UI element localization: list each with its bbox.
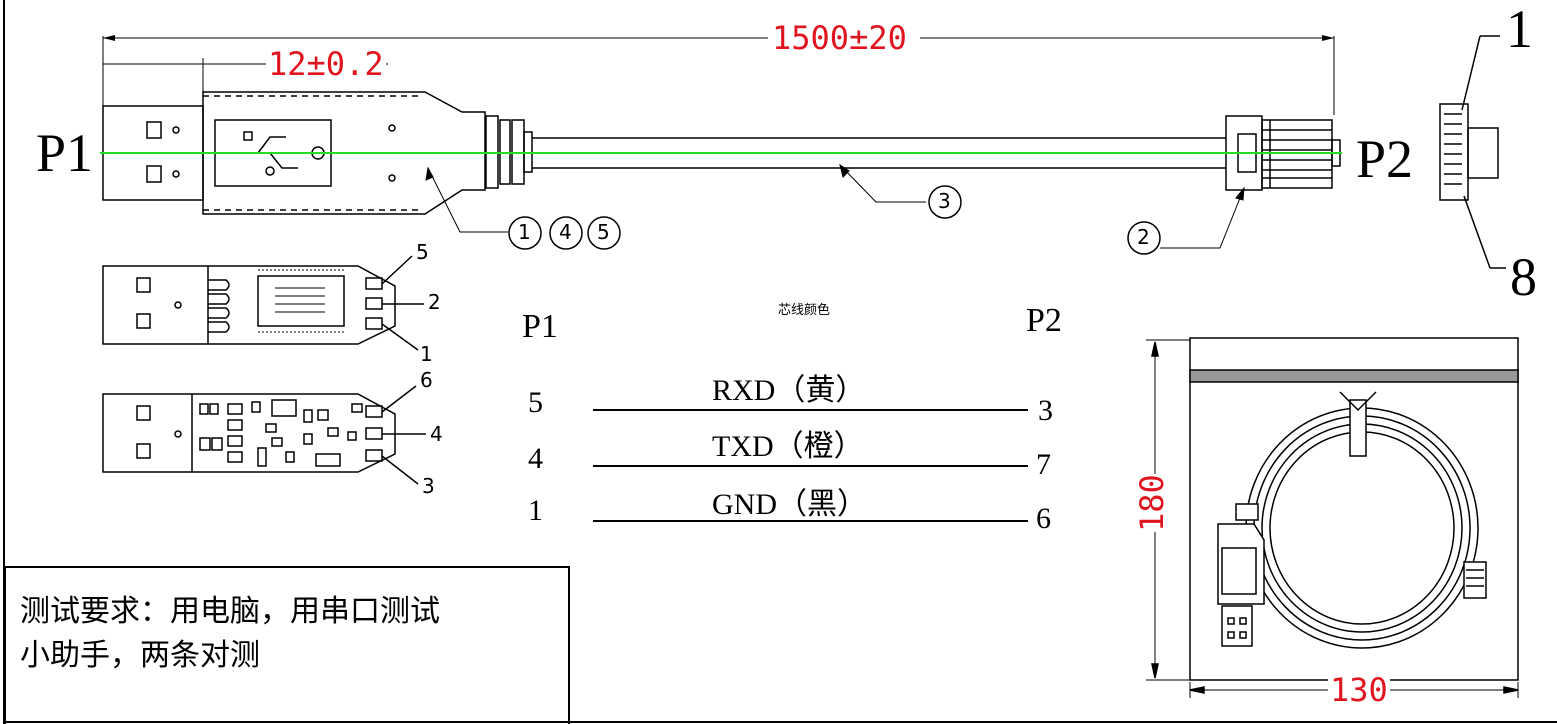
- pcb-bottom-pin-6: 6: [420, 368, 433, 392]
- pcb-top-pin-1: 1: [420, 342, 433, 366]
- package-drawing: [1146, 337, 1519, 698]
- pcb-bottom-pin-4: 4: [430, 422, 443, 446]
- p1-label: P1: [36, 123, 94, 183]
- wiring-table-title: 芯线颜色: [778, 303, 831, 318]
- package-height-label: 180: [1133, 474, 1171, 532]
- wire-row-2-p2: 7: [1036, 448, 1051, 481]
- plug-length-label: 12±0.2: [266, 45, 386, 83]
- callout-leaders: [425, 163, 1245, 249]
- wire-row-2-signal: TXD（橙）: [712, 430, 864, 463]
- wire-row-1-p1: 5: [528, 386, 543, 419]
- pcb-top-view: [102, 255, 424, 351]
- pcb-top-pin-2: 2: [428, 290, 441, 314]
- wire-row-2-p1: 4: [528, 442, 543, 475]
- wire-row-1-p2: 3: [1038, 394, 1053, 427]
- pcb-bottom-view: [102, 385, 426, 485]
- test-note-line-1: 测试要求：用电脑，用串口测试: [20, 594, 440, 629]
- test-note-box: 测试要求：用电脑，用串口测试 小助手，两条对测: [4, 566, 570, 724]
- wiring-lines: [593, 409, 1028, 522]
- rj-pin-first-label: 1: [1506, 0, 1533, 59]
- callout-5: 5: [597, 220, 610, 244]
- wiring-right-header: P2: [1026, 302, 1062, 339]
- rj-pin-last-label: 8: [1510, 247, 1537, 307]
- callout-circles: [508, 185, 1161, 255]
- rj-front-view: [1439, 35, 1506, 269]
- callout-3: 3: [938, 189, 951, 213]
- wire-row-3-p2: 6: [1036, 502, 1051, 535]
- callout-1: 1: [518, 220, 531, 244]
- callout-4: 4: [559, 220, 572, 244]
- callout-2: 2: [1137, 225, 1150, 249]
- cable: [532, 137, 1226, 169]
- pcb-bottom-pin-3: 3: [422, 474, 435, 498]
- package-width-label: 130: [1328, 671, 1390, 709]
- wire-row-3-p1: 1: [528, 494, 543, 527]
- total-length-dimension: [102, 35, 1335, 115]
- p2-label: P2: [1356, 129, 1414, 189]
- wire-row-3-signal: GND（黑）: [712, 488, 867, 521]
- wiring-left-header: P1: [522, 308, 558, 345]
- pcb-top-pin-5: 5: [416, 240, 429, 264]
- total-length-label: 1500±20: [770, 19, 909, 57]
- wire-row-1-signal: RXD（黄）: [712, 374, 866, 407]
- pcb-chip-marks: [258, 269, 344, 333]
- test-note-line-2: 小助手，两条对测: [20, 638, 260, 673]
